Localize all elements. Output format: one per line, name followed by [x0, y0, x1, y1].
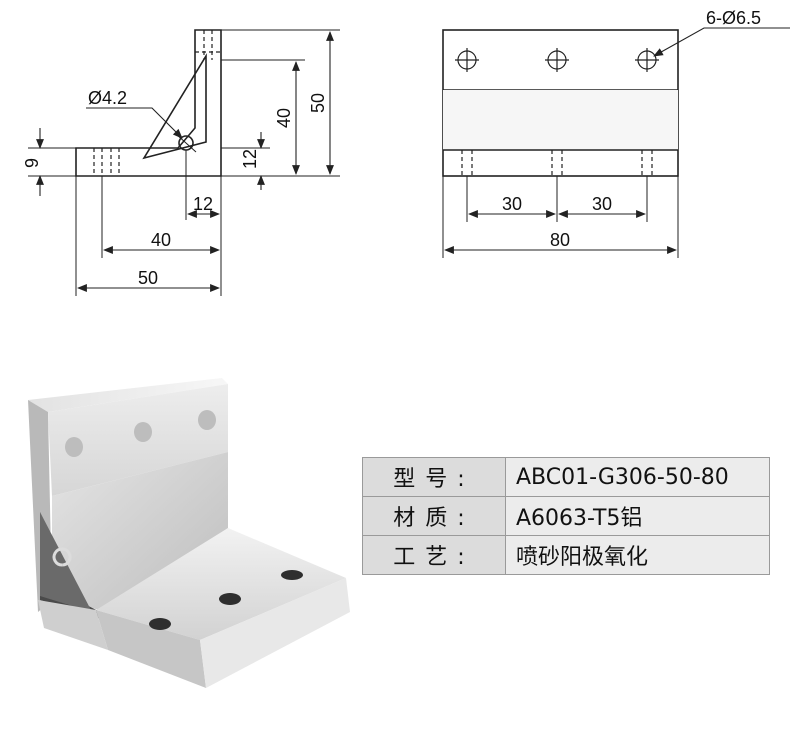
spec-label-model: 型号: [362, 457, 506, 497]
side-view-outline [75, 29, 222, 177]
dim-inner-width: 40 [151, 230, 171, 250]
side-view-rib [142, 53, 207, 160]
dim-pitch-right: 30 [592, 194, 612, 214]
spec-row-process: 工艺: 喷砂阳极氧化 [362, 535, 770, 575]
mount-hole-icon [455, 48, 479, 72]
dim-total-width: 50 [138, 268, 158, 288]
dim-side-height: 9 [22, 158, 42, 168]
wall-hole-icon [65, 437, 83, 457]
dim-inner-height: 40 [274, 108, 294, 128]
spec-label-material: 材质: [362, 496, 506, 536]
spec-row-material: 材质: A6063-T5铝 [362, 496, 770, 536]
spec-table: 型号: ABC01-G306-50-80 材质: A6063-T5铝 工艺: 喷… [362, 457, 770, 575]
dim-hole-small: Ø4.2 [88, 88, 127, 108]
front-view-holes [455, 48, 659, 72]
side-view-labels: Ø4.2 9 40 50 12 12 40 50 [22, 88, 328, 288]
wall-hole-icon [134, 422, 152, 442]
wall-hole-icon [198, 410, 216, 430]
base-hole-icon [219, 593, 241, 605]
base-hole-icon [149, 618, 171, 630]
dim-holes: 6-Ø6.5 [706, 8, 761, 28]
base-hole-icon [281, 570, 303, 580]
dim-total-height: 50 [308, 93, 328, 113]
dim-pitch-left: 30 [502, 194, 522, 214]
front-view [442, 27, 790, 258]
spec-value-model: ABC01-G306-50-80 [505, 457, 770, 497]
product-render [28, 378, 350, 688]
mount-hole-icon [545, 48, 569, 72]
dim-slot-width: 12 [193, 194, 213, 214]
front-view-labels: 6-Ø6.5 30 30 80 [502, 8, 761, 250]
spec-value-process: 喷砂阳极氧化 [505, 535, 770, 575]
side-view [28, 29, 340, 296]
mount-hole-icon [635, 48, 659, 72]
dim-slot-height: 12 [240, 149, 260, 169]
spec-row-model: 型号: ABC01-G306-50-80 [362, 457, 770, 497]
dim-length: 80 [550, 230, 570, 250]
spec-value-material: A6063-T5铝 [505, 496, 770, 536]
spec-label-process: 工艺: [362, 535, 506, 575]
